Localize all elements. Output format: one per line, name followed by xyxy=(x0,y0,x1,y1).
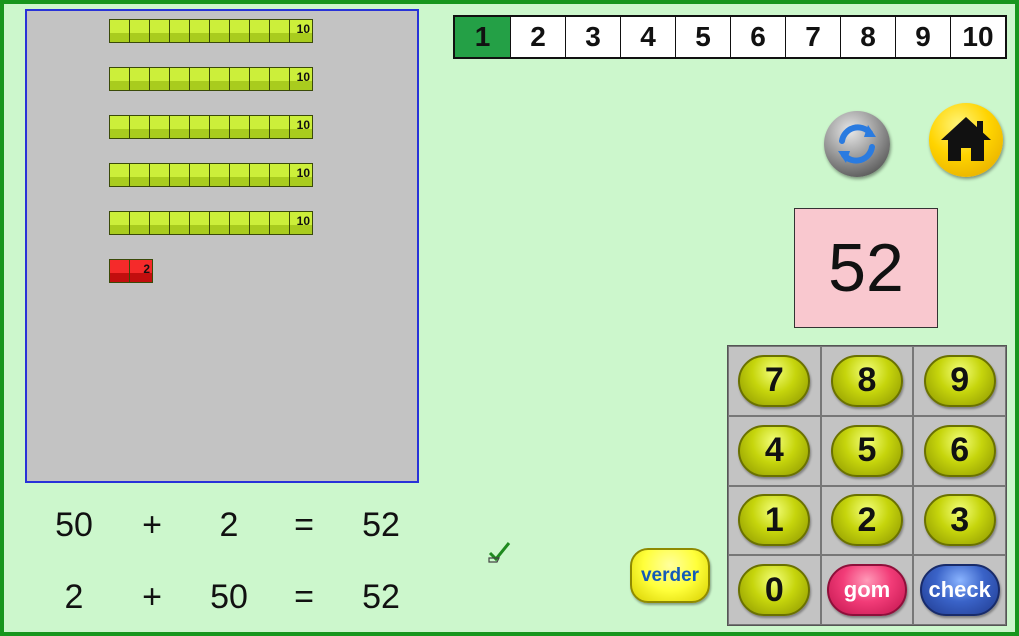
checkmark-icon xyxy=(488,542,511,563)
unit-rod[interactable]: 2 xyxy=(109,259,153,283)
key-4[interactable]: 4 xyxy=(738,424,811,477)
key-0[interactable]: 0 xyxy=(738,564,811,617)
equation-operand: 2 xyxy=(64,578,84,616)
number-keypad: 7 8 9 4 5 6 1 2 3 0 gom check xyxy=(727,345,1007,626)
ten-rod[interactable]: 10 xyxy=(109,67,313,91)
nav-item-6[interactable]: 6 xyxy=(730,17,785,57)
home-button[interactable] xyxy=(929,103,1003,177)
equation-row: 50 + 2 = 52 xyxy=(34,506,429,546)
nav-item-9[interactable]: 9 xyxy=(895,17,950,57)
nav-item-8[interactable]: 8 xyxy=(840,17,895,57)
key-6[interactable]: 6 xyxy=(923,424,996,477)
home-icon xyxy=(941,117,991,161)
equation-operand: 50 xyxy=(55,506,93,544)
ten-rod[interactable]: 10 xyxy=(109,19,313,43)
equation-operand: 50 xyxy=(210,578,248,616)
gom-button[interactable]: gom xyxy=(826,564,907,617)
key-2[interactable]: 2 xyxy=(830,494,903,547)
nav-item-2[interactable]: 2 xyxy=(510,17,565,57)
key-7[interactable]: 7 xyxy=(738,354,811,407)
equation-result: 52 xyxy=(362,506,400,544)
nav-item-7[interactable]: 7 xyxy=(785,17,840,57)
rod-label: 10 xyxy=(296,70,310,84)
equation-row: 2 + 50 = 52 xyxy=(34,578,429,618)
ten-rod[interactable]: 10 xyxy=(109,163,313,187)
key-1[interactable]: 1 xyxy=(738,494,811,547)
refresh-icon xyxy=(838,124,876,164)
ten-rod[interactable]: 10 xyxy=(109,211,313,235)
nav-item-1[interactable]: 1 xyxy=(455,17,510,57)
nav-item-5[interactable]: 5 xyxy=(675,17,730,57)
equation-operand: 2 xyxy=(219,506,239,544)
nav-item-4[interactable]: 4 xyxy=(620,17,675,57)
answer-display: 52 xyxy=(794,208,938,328)
key-5[interactable]: 5 xyxy=(830,424,903,477)
rod-label: 10 xyxy=(296,22,310,36)
equation-equals: = xyxy=(294,578,314,616)
check-button[interactable]: check xyxy=(919,564,1000,617)
equation-equals: = xyxy=(294,506,314,544)
nav-item-10[interactable]: 10 xyxy=(950,17,1005,57)
refresh-button[interactable] xyxy=(824,111,890,177)
key-3[interactable]: 3 xyxy=(923,494,996,547)
key-8[interactable]: 8 xyxy=(830,354,903,407)
rod-label: 10 xyxy=(296,118,310,132)
equation-operator: + xyxy=(142,506,162,544)
rod-label: 2 xyxy=(143,262,150,276)
nav-item-3[interactable]: 3 xyxy=(565,17,620,57)
rod-label: 10 xyxy=(296,166,310,180)
equation-result: 52 xyxy=(362,578,400,616)
key-9[interactable]: 9 xyxy=(923,354,996,407)
work-area: 10 10 10 10 10 2 xyxy=(25,9,419,483)
equation-operator: + xyxy=(142,578,162,616)
verder-button[interactable]: verder xyxy=(630,548,710,603)
rod-label: 10 xyxy=(296,214,310,228)
ten-rod[interactable]: 10 xyxy=(109,115,313,139)
exercise-nav: 1 2 3 4 5 6 7 8 9 10 xyxy=(453,15,1007,59)
